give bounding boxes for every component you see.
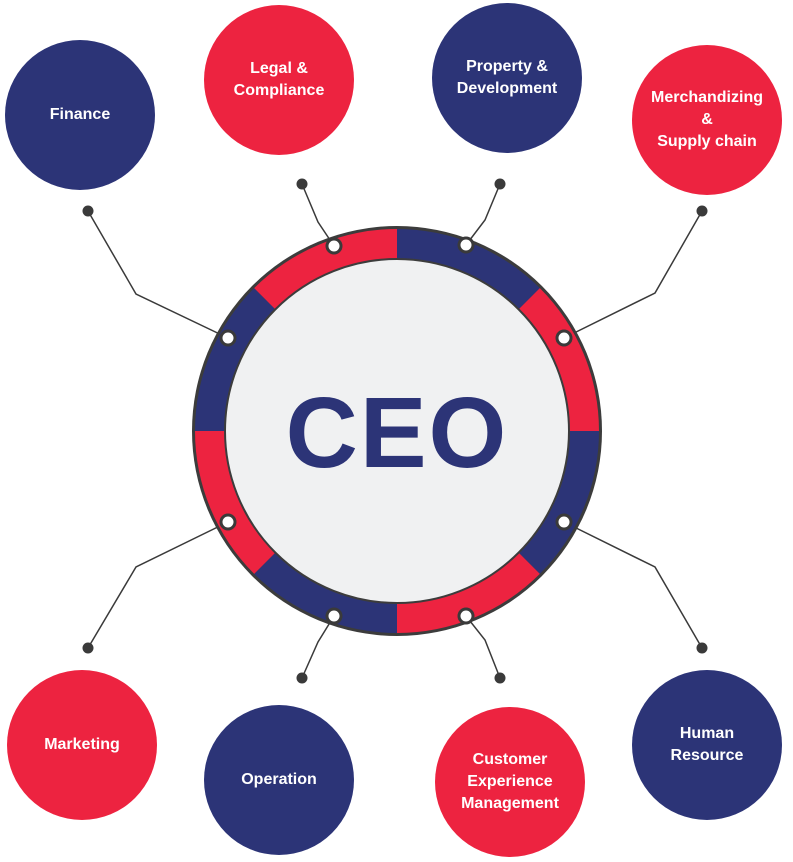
connector-line	[301, 183, 335, 247]
department-label: Property &	[466, 58, 548, 75]
department-label: Customer	[473, 751, 548, 768]
department-circle	[435, 707, 585, 857]
connector-dot	[696, 642, 708, 654]
department-label: Development	[457, 80, 558, 97]
connector-dot	[494, 178, 506, 190]
department-label: Merchandizing	[651, 89, 763, 106]
department-circle	[204, 5, 354, 155]
department-circle	[7, 670, 157, 820]
department-label: Management	[461, 795, 559, 812]
department-label: Marketing	[44, 736, 120, 753]
department-label: Operation	[241, 771, 317, 788]
ring-anchor	[457, 236, 475, 254]
connector-dot	[494, 672, 506, 684]
department-node: Merchandizing & Supply chain	[632, 45, 782, 195]
ring-anchor	[555, 329, 573, 347]
department-circle	[632, 45, 782, 195]
ring-anchor-layer	[219, 236, 573, 625]
ring-anchor	[219, 513, 237, 531]
department-label: Resource	[671, 747, 744, 764]
connector-line	[563, 521, 703, 649]
ring-segment	[195, 431, 276, 574]
department-circle	[432, 3, 582, 153]
ring-segment	[254, 552, 397, 633]
department-node: Operation	[204, 705, 354, 855]
connector-dot	[82, 205, 94, 217]
department-label: Legal &	[250, 60, 308, 77]
ring-anchor	[457, 607, 475, 625]
connector-dot	[696, 205, 708, 217]
ring-segment	[254, 229, 397, 310]
connector-line	[563, 210, 703, 339]
department-node: Property & Development	[432, 3, 582, 153]
connector-dot	[296, 178, 308, 190]
ring-anchor	[555, 513, 573, 531]
ceo-label: CEO	[286, 377, 509, 489]
department-circle	[632, 670, 782, 820]
connector-line	[301, 615, 335, 679]
department-layer: Finance Legal & Compliance Property & Develo…	[5, 3, 782, 857]
department-node: Legal & Compliance	[204, 5, 354, 155]
department-label: Finance	[50, 106, 111, 123]
connector-dot	[82, 642, 94, 654]
department-label: Compliance	[234, 82, 325, 99]
department-circle	[204, 705, 354, 855]
ring-segment	[518, 431, 599, 574]
connector-line	[87, 521, 229, 649]
department-label: Supply chain	[657, 133, 757, 150]
ring-segment	[397, 552, 540, 633]
connector-line	[87, 210, 229, 339]
ring-anchor	[325, 607, 343, 625]
department-label: Human	[680, 725, 734, 742]
ring-anchor	[219, 329, 237, 347]
ring-anchor	[325, 237, 343, 255]
connector-line	[465, 615, 501, 679]
ceo-center-circle	[224, 258, 570, 604]
ceo-center: CEO	[224, 258, 570, 604]
department-label: Experience	[467, 773, 552, 790]
connector-line	[465, 183, 501, 246]
department-circle	[5, 40, 155, 190]
ring-segment	[397, 229, 540, 310]
department-label: &	[701, 111, 713, 128]
connector-dot	[296, 672, 308, 684]
department-node: Finance	[5, 40, 155, 190]
ring-segment	[518, 288, 599, 431]
ring-segment	[195, 288, 276, 431]
connector-layer	[82, 178, 708, 684]
department-node: Marketing	[7, 670, 157, 820]
